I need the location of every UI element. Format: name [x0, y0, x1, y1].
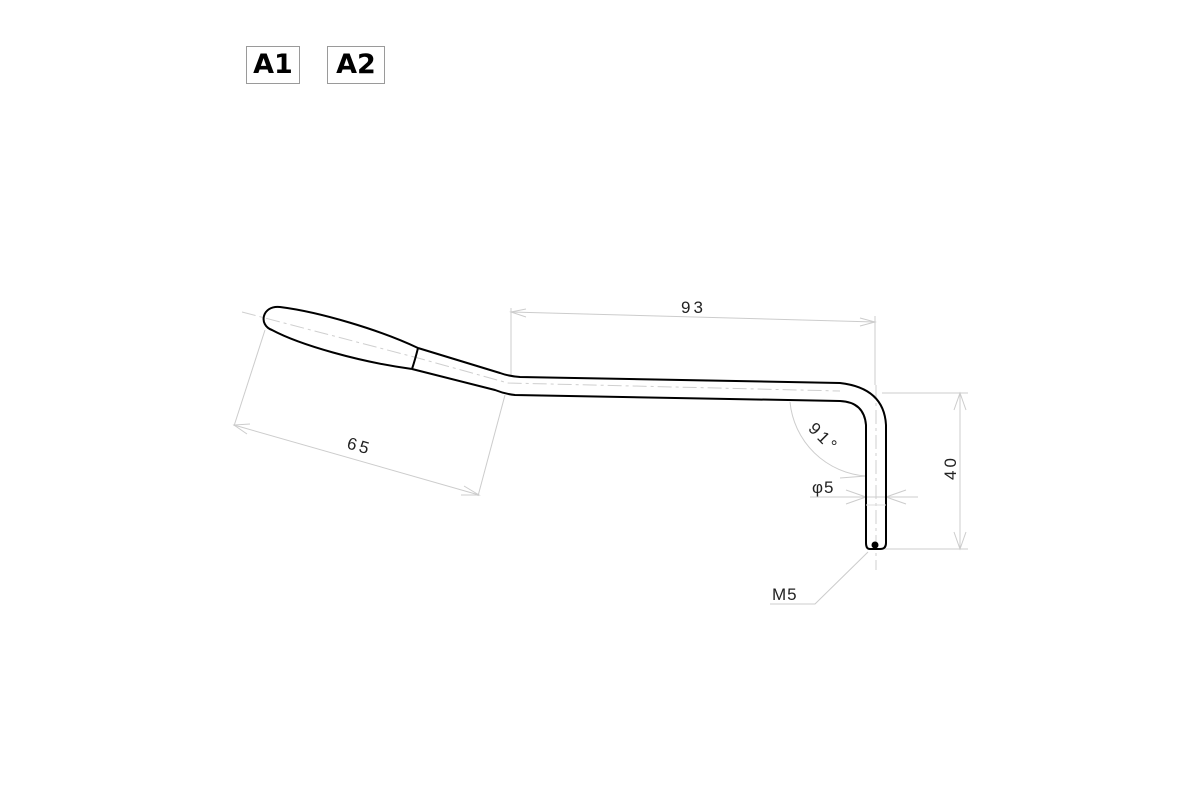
- dim-angle-91: 91°: [805, 419, 843, 457]
- tremolo-arm-outline: [262, 305, 887, 550]
- handle-grip: [262, 305, 419, 370]
- dim-thread-m5: M5: [772, 585, 798, 604]
- variant-a2-label: A2: [327, 46, 385, 84]
- variant-a1-label: A1: [246, 46, 300, 84]
- thread-hole-icon: [871, 541, 879, 549]
- dim-93: 93: [681, 298, 706, 317]
- centerlines: [241, 311, 877, 570]
- dim-40: 40: [941, 455, 960, 480]
- dim-65: 65: [345, 434, 374, 459]
- dim-diameter-5: φ5: [812, 478, 834, 497]
- dimension-lines: [232, 308, 968, 605]
